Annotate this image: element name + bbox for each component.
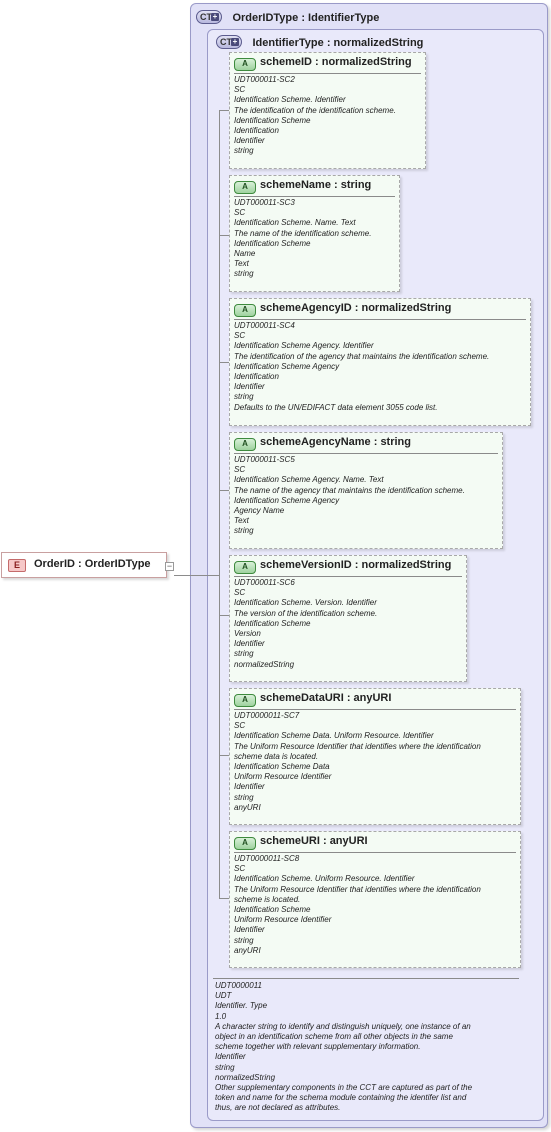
connector-line <box>219 490 229 491</box>
connector-line <box>219 898 229 899</box>
connector-line <box>219 755 229 756</box>
divider <box>213 978 519 979</box>
divider <box>234 852 516 853</box>
outer-type-title: OrderIDType : IdentifierType <box>232 12 380 24</box>
attribute-icon: A <box>234 561 256 574</box>
attribute-scheme-version-id[interactable]: A schemeVersionID : normalizedString UDT… <box>229 555 467 682</box>
connector-line <box>219 615 229 616</box>
element-icon: E <box>8 559 26 572</box>
attribute-scheme-id[interactable]: A schemeID : normalizedString UDT000011-… <box>229 52 426 169</box>
attribute-documentation: UDT000011-SC2 SC Identification Scheme. … <box>234 75 396 156</box>
outer-type-header: CT+ OrderIDType : IdentifierType <box>196 8 379 26</box>
attribute-title: schemeAgencyName : string <box>260 436 411 448</box>
attribute-documentation: UDT000011-SC4 SC Identification Scheme A… <box>234 321 490 412</box>
divider <box>234 196 395 197</box>
connector-line <box>219 235 229 236</box>
attribute-scheme-uri[interactable]: A schemeURI : anyURI UDT0000011-SC8 SC I… <box>229 831 521 968</box>
attribute-title: schemeURI : anyURI <box>260 835 368 847</box>
complex-type-icon: CT+ <box>216 34 242 49</box>
attribute-documentation: UDT000011-SC5 SC Identification Scheme A… <box>234 455 465 536</box>
attribute-icon: A <box>234 694 256 707</box>
attribute-documentation: UDT000011-SC3 SC Identification Scheme. … <box>234 198 372 279</box>
divider <box>234 319 526 320</box>
connector-spine <box>219 110 220 898</box>
divider <box>234 453 498 454</box>
attribute-title: schemeVersionID : normalizedString <box>260 559 452 571</box>
attribute-scheme-name[interactable]: A schemeName : string UDT000011-SC3 SC I… <box>229 175 400 292</box>
complex-type-icon: CT+ <box>196 9 222 24</box>
element-orderid[interactable]: E OrderID : OrderIDType <box>1 552 167 578</box>
divider <box>234 576 462 577</box>
element-label: OrderID : OrderIDType <box>34 558 151 570</box>
attribute-documentation: UDT0000011-SC8 SC Identification Scheme.… <box>234 854 481 955</box>
collapse-toggle-icon[interactable]: − <box>165 561 174 571</box>
attribute-title: schemeAgencyID : normalizedString <box>260 302 452 314</box>
type-documentation: UDT0000011 UDT Identifier. Type 1.0 A ch… <box>215 981 473 1113</box>
connector-line <box>219 110 229 111</box>
divider <box>234 709 516 710</box>
connector-line <box>174 575 219 576</box>
attribute-scheme-agency-id[interactable]: A schemeAgencyID : normalizedString UDT0… <box>229 298 531 426</box>
inner-type-header: CT+ IdentifierType : normalizedString <box>216 33 423 51</box>
attribute-icon: A <box>234 304 256 317</box>
attribute-title: schemeID : normalizedString <box>260 56 412 68</box>
attribute-documentation: UDT000011-SC6 SC Identification Scheme. … <box>234 578 378 669</box>
attribute-icon: A <box>234 837 256 850</box>
attribute-title: schemeDataURI : anyURI <box>260 692 392 704</box>
divider <box>234 73 421 74</box>
attribute-icon: A <box>234 181 256 194</box>
attribute-icon: A <box>234 58 256 71</box>
attribute-documentation: UDT0000011-SC7 SC Identification Scheme … <box>234 711 481 812</box>
inner-type-title: IdentifierType : normalizedString <box>252 37 424 49</box>
attribute-scheme-data-uri[interactable]: A schemeDataURI : anyURI UDT0000011-SC7 … <box>229 688 521 825</box>
attribute-title: schemeName : string <box>260 179 372 191</box>
attribute-icon: A <box>234 438 256 451</box>
attribute-scheme-agency-name[interactable]: A schemeAgencyName : string UDT000011-SC… <box>229 432 503 549</box>
connector-line <box>219 362 229 363</box>
